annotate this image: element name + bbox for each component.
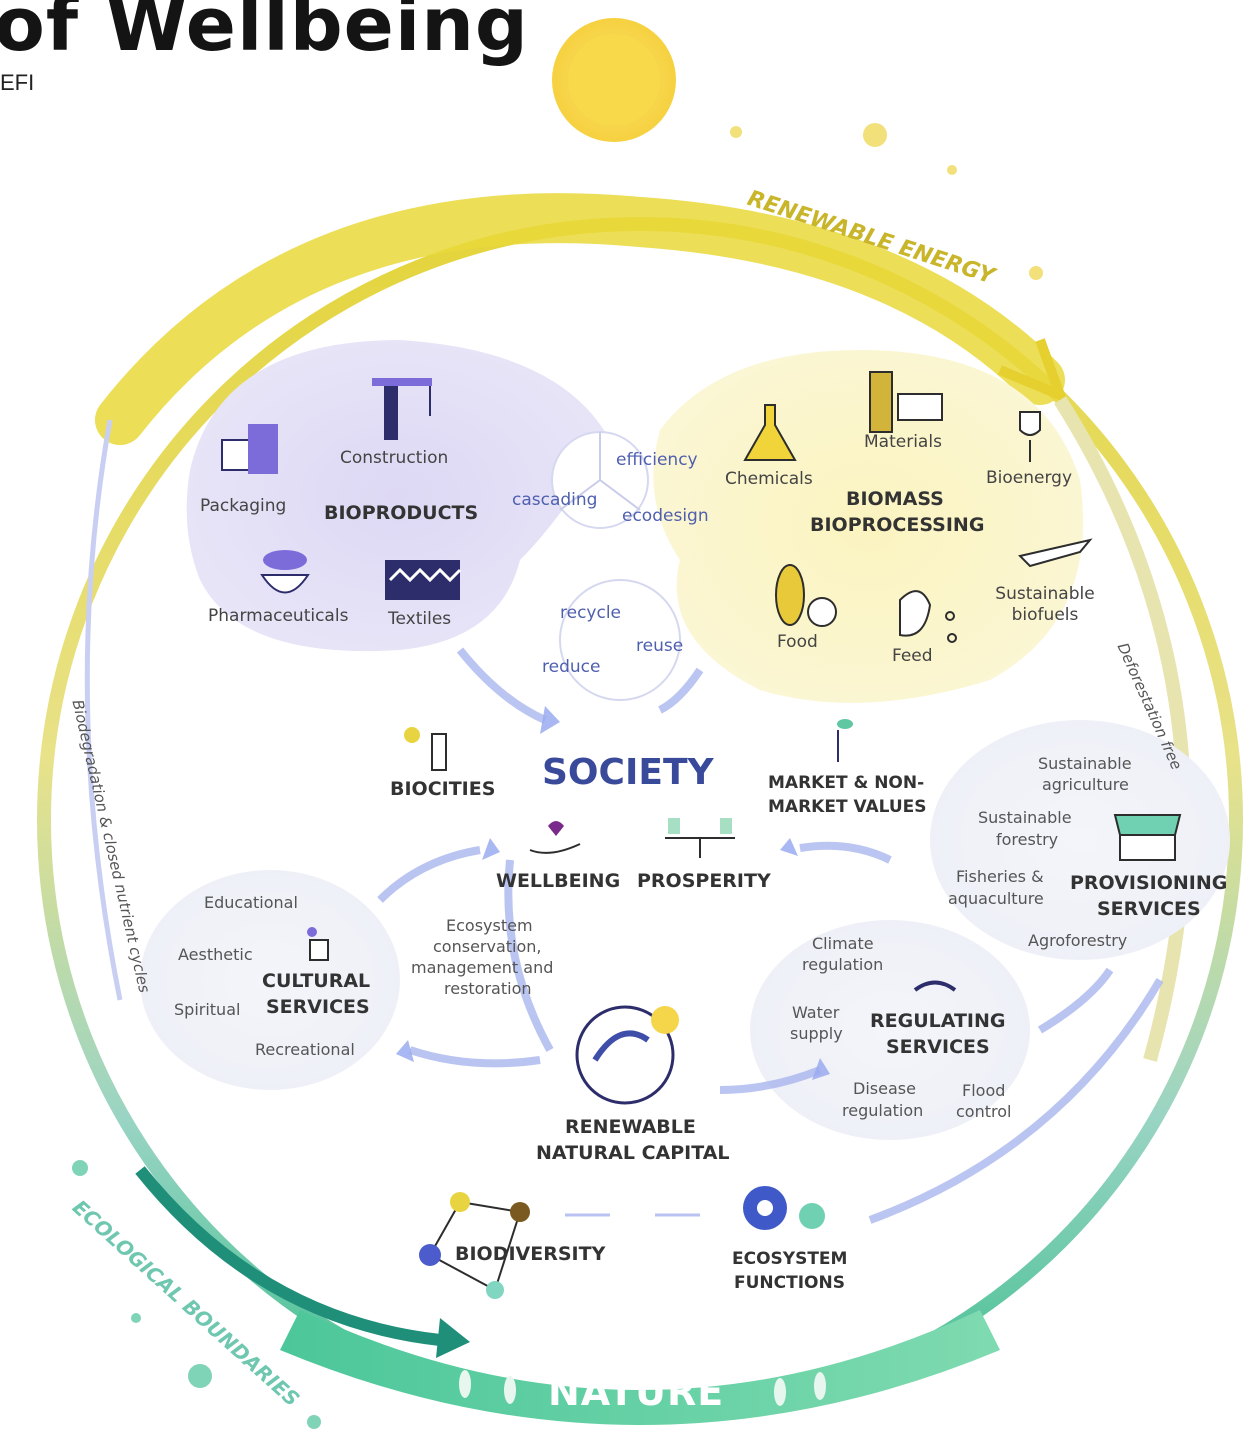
reduce-label: reduce — [542, 657, 601, 677]
feed-icon — [899, 590, 957, 643]
aesthetic-label: Aesthetic — [178, 945, 253, 964]
sun-icon — [552, 18, 676, 142]
food-icon — [775, 564, 837, 627]
construction-label: Construction — [340, 448, 449, 468]
chemicals-label: Chemicals — [725, 469, 813, 489]
bioenergy-label: Bioenergy — [986, 468, 1073, 488]
flood-control-line2: control — [956, 1102, 1012, 1121]
scales-icon — [665, 818, 735, 858]
regulating-blob — [750, 920, 1030, 1140]
plug-icon — [1019, 411, 1041, 462]
cultural-heading-1: CULTURAL — [262, 970, 371, 992]
cultural-heading-2: SERVICES — [266, 996, 370, 1018]
water-supply-line2: supply — [790, 1024, 843, 1043]
sustainable-agriculture-line1: Sustainable — [1038, 754, 1132, 773]
textiles-icon — [385, 560, 462, 600]
provisioning-blob — [930, 720, 1230, 960]
market-values-line1: MARKET & NON- — [768, 773, 925, 793]
bioproducts-heading: BIOPRODUCTS — [324, 502, 479, 524]
flood-control-line1: Flood — [962, 1081, 1006, 1100]
wave-icon — [575, 1005, 679, 1105]
regulating-heading-2: SERVICES — [886, 1036, 990, 1058]
ecosystem-management-line2: conservation, — [433, 937, 542, 956]
spiritual-label: Spiritual — [174, 1000, 241, 1019]
disease-regulation-line1: Disease — [853, 1079, 916, 1098]
gauge-icon — [913, 980, 957, 992]
biomass-heading-1: BIOMASS — [846, 488, 944, 510]
agroforestry-label: Agroforestry — [1028, 931, 1128, 950]
nature-leaves — [459, 1370, 826, 1406]
renewable-energy-arrowhead — [998, 338, 1069, 404]
reuse-label: reuse — [636, 636, 684, 656]
nature-label: NATURE — [548, 1370, 725, 1414]
ecosystem-management-line3: management and — [411, 958, 554, 977]
materials-label: Materials — [864, 432, 942, 452]
ecosystem-functions-line2: FUNCTIONS — [734, 1273, 845, 1293]
flow-arrows — [377, 647, 1164, 1224]
sustainable-agriculture-line2: agriculture — [1042, 775, 1129, 794]
pharmaceuticals-label: Pharmaceuticals — [208, 606, 349, 626]
regulating-heading-1: REGULATING — [870, 1010, 1006, 1032]
cultural-blob — [140, 870, 400, 1090]
textiles-label: Textiles — [388, 609, 452, 629]
packaging-label: Packaging — [200, 496, 287, 516]
biodiversity-label: BIODIVERSITY — [455, 1243, 606, 1265]
ecosystem-functions-line1: ECOSYSTEM — [732, 1249, 848, 1269]
fisheries-line2: aquaculture — [948, 889, 1044, 908]
cascading-label: cascading — [512, 490, 598, 510]
society-heading: SOCIETY — [542, 752, 714, 793]
biomass-heading-2: BIOPROCESSING — [810, 514, 985, 536]
bioproducts-blob — [186, 340, 610, 652]
plane-icon — [1018, 538, 1093, 568]
ecological-arrow — [135, 1166, 441, 1346]
biodegradation-arc — [84, 419, 123, 1001]
page-title: of Wellbeing — [0, 0, 529, 68]
climate-regulation-line2: regulation — [802, 955, 884, 974]
renewable-energy-band — [95, 193, 1065, 445]
right-arc — [1054, 396, 1192, 1062]
disease-regulation-line2: regulation — [842, 1101, 924, 1120]
pharmaceuticals-icon — [260, 550, 310, 594]
sustainable-forestry-line1: Sustainable — [978, 808, 1072, 827]
educational-label: Educational — [204, 893, 298, 912]
provisioning-heading-1: PROVISIONING — [1070, 872, 1228, 894]
person-icon — [307, 927, 329, 961]
renewable-capital-line2: NATURAL CAPITAL — [536, 1142, 730, 1164]
flask-icon — [743, 404, 797, 461]
materials-icon — [869, 371, 943, 433]
gears-icon — [743, 1186, 825, 1230]
heart-hand-icon — [529, 821, 581, 854]
market-stall-icon — [1113, 814, 1182, 861]
fisheries-line1: Fisheries & — [956, 867, 1044, 886]
recycle-label: recycle — [560, 603, 622, 623]
feed-label: Feed — [892, 646, 933, 666]
food-label: Food — [777, 632, 818, 652]
climate-regulation-line1: Climate — [812, 934, 874, 953]
wellbeing-label: WELLBEING — [496, 870, 621, 892]
recreational-label: Recreational — [255, 1040, 355, 1059]
ecological-arrowhead — [436, 1318, 470, 1358]
ecosystem-management-line1: Ecosystem — [446, 916, 533, 935]
sustainable-biofuels-label: Sustainable biofuels — [995, 584, 1095, 625]
market-values-line2: MARKET VALUES — [768, 797, 927, 817]
prosperity-label: PROSPERITY — [637, 870, 771, 892]
sprout-icon — [837, 719, 853, 762]
page-credit: EFI — [0, 70, 35, 95]
efficiency-label: efficiency — [616, 450, 698, 470]
biocities-label: BIOCITIES — [390, 778, 496, 800]
crane-icon — [372, 378, 432, 440]
biodiversity-network-icon — [419, 1192, 530, 1299]
water-supply-line1: Water — [792, 1003, 840, 1022]
ecodesign-label: ecodesign — [622, 506, 709, 526]
packaging-icon — [221, 424, 278, 474]
biocities-icon — [404, 727, 447, 771]
sustainable-forestry-line2: forestry — [996, 830, 1059, 849]
ecosystem-management-line4: restoration — [444, 979, 532, 998]
renewable-capital-line1: RENEWABLE — [565, 1116, 696, 1138]
provisioning-heading-2: SERVICES — [1097, 898, 1201, 920]
